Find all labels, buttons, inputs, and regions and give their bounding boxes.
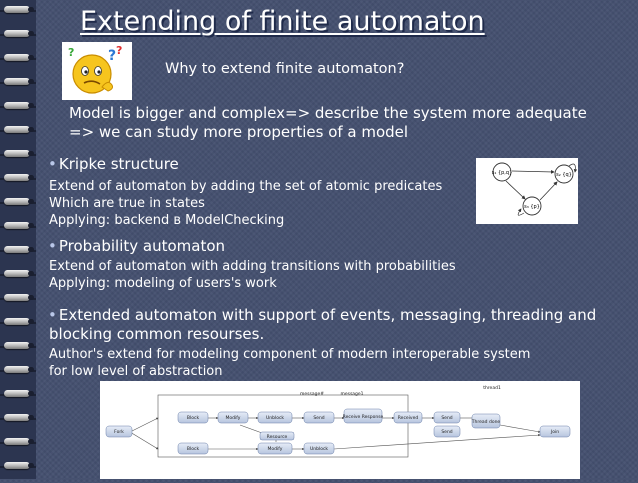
binding-ring: [4, 270, 34, 277]
binding-ring: [4, 342, 34, 349]
binding-ring: [4, 222, 34, 229]
state-s1-label: s₁ {p,q}: [492, 170, 513, 176]
state-s3: [522, 196, 542, 216]
extended-line-1: Author's extend for modeling component o…: [49, 347, 531, 362]
svg-text:Resource: Resource: [267, 434, 288, 440]
intro-line-1: Model is bigger and complex=> describe t…: [69, 104, 587, 122]
svg-text:Unblock: Unblock: [266, 415, 284, 421]
svg-text:Block: Block: [187, 446, 200, 452]
extended-heading-text-1: Extended automaton with support of event…: [58, 306, 597, 324]
binding-ring: [4, 390, 34, 397]
binding-ring: [4, 174, 34, 181]
binding-ring: [4, 366, 34, 373]
binding-ring: [4, 246, 34, 253]
svg-text:Modify: Modify: [226, 415, 241, 421]
probability-heading-text: Probability automaton: [58, 237, 226, 255]
component-automaton-diagram: Fork Block Modify Unblock Send Receive R…: [100, 381, 580, 479]
svg-text:Send: Send: [313, 415, 324, 421]
binding-ring: [4, 126, 34, 133]
svg-text:Send: Send: [441, 415, 452, 421]
binding-ring: [4, 438, 34, 445]
extended-heading: •Extended automaton with support of even…: [48, 306, 596, 324]
binding-ring: [4, 198, 34, 205]
bullet-icon: •: [48, 237, 57, 255]
svg-text:Modify: Modify: [268, 446, 283, 452]
svg-text:Received: Received: [398, 415, 419, 421]
state-s2: [554, 164, 574, 184]
probability-heading: •Probability automaton: [48, 237, 225, 255]
extended-line-2: for low level of abstraction: [49, 364, 223, 379]
kripke-heading: •Kripke structure: [48, 155, 179, 173]
svg-text:Block: Block: [187, 415, 200, 421]
binding-ring: [4, 78, 34, 85]
svg-text:?: ?: [68, 46, 74, 59]
svg-text:Unblock: Unblock: [310, 446, 328, 452]
kripke-structure-diagram: s₁ {p,q} s₂ {q} s₃ {p}: [476, 158, 578, 224]
spiral-binding: [0, 0, 36, 479]
binding-ring: [4, 6, 34, 13]
kripke-heading-text: Kripke structure: [58, 155, 179, 173]
binding-ring: [4, 462, 34, 469]
binding-ring: [4, 30, 34, 37]
svg-text:?: ?: [108, 48, 116, 64]
svg-text:Receive Response: Receive Response: [343, 414, 384, 420]
extended-heading-text-2: blocking common resourses.: [49, 325, 265, 343]
svg-text:Join: Join: [550, 429, 559, 435]
state-s2-label: s₂ {q}: [556, 172, 572, 178]
svg-text:Fork: Fork: [114, 429, 124, 435]
intro-line-2: => we can study more properties of a mod…: [69, 123, 409, 141]
thinking-face-icon: ? ? ?: [62, 42, 132, 100]
binding-ring: [4, 102, 34, 109]
svg-text:Send: Send: [441, 429, 452, 435]
bullet-icon: •: [48, 306, 57, 324]
question-text: Why to extend finite automaton?: [165, 61, 405, 77]
slide-title: Extending of finite automaton: [80, 6, 485, 37]
binding-ring: [4, 150, 34, 157]
kripke-line-1: Extend of automaton by adding the set of…: [49, 179, 443, 194]
binding-ring: [4, 414, 34, 421]
state-s3-label: s₃ {p}: [524, 204, 540, 210]
binding-ring: [4, 54, 34, 61]
binding-ring: [4, 294, 34, 301]
binding-ring: [4, 318, 34, 325]
bullet-icon: •: [48, 155, 57, 173]
probability-line-1: Extend of automaton with adding transiti…: [49, 259, 456, 274]
svg-text:message1: message1: [340, 391, 363, 397]
svg-text:message#: message#: [300, 391, 324, 397]
kripke-line-3: Applying: backend в ModelChecking: [49, 213, 285, 228]
svg-text:thread1: thread1: [483, 385, 501, 391]
svg-text:?: ?: [116, 44, 122, 57]
svg-text:Thread done: Thread done: [471, 419, 501, 425]
state-s1: [492, 162, 512, 182]
probability-line-2: Applying: modeling of users's work: [49, 276, 277, 291]
kripke-line-2: Which are true in states: [49, 196, 205, 211]
